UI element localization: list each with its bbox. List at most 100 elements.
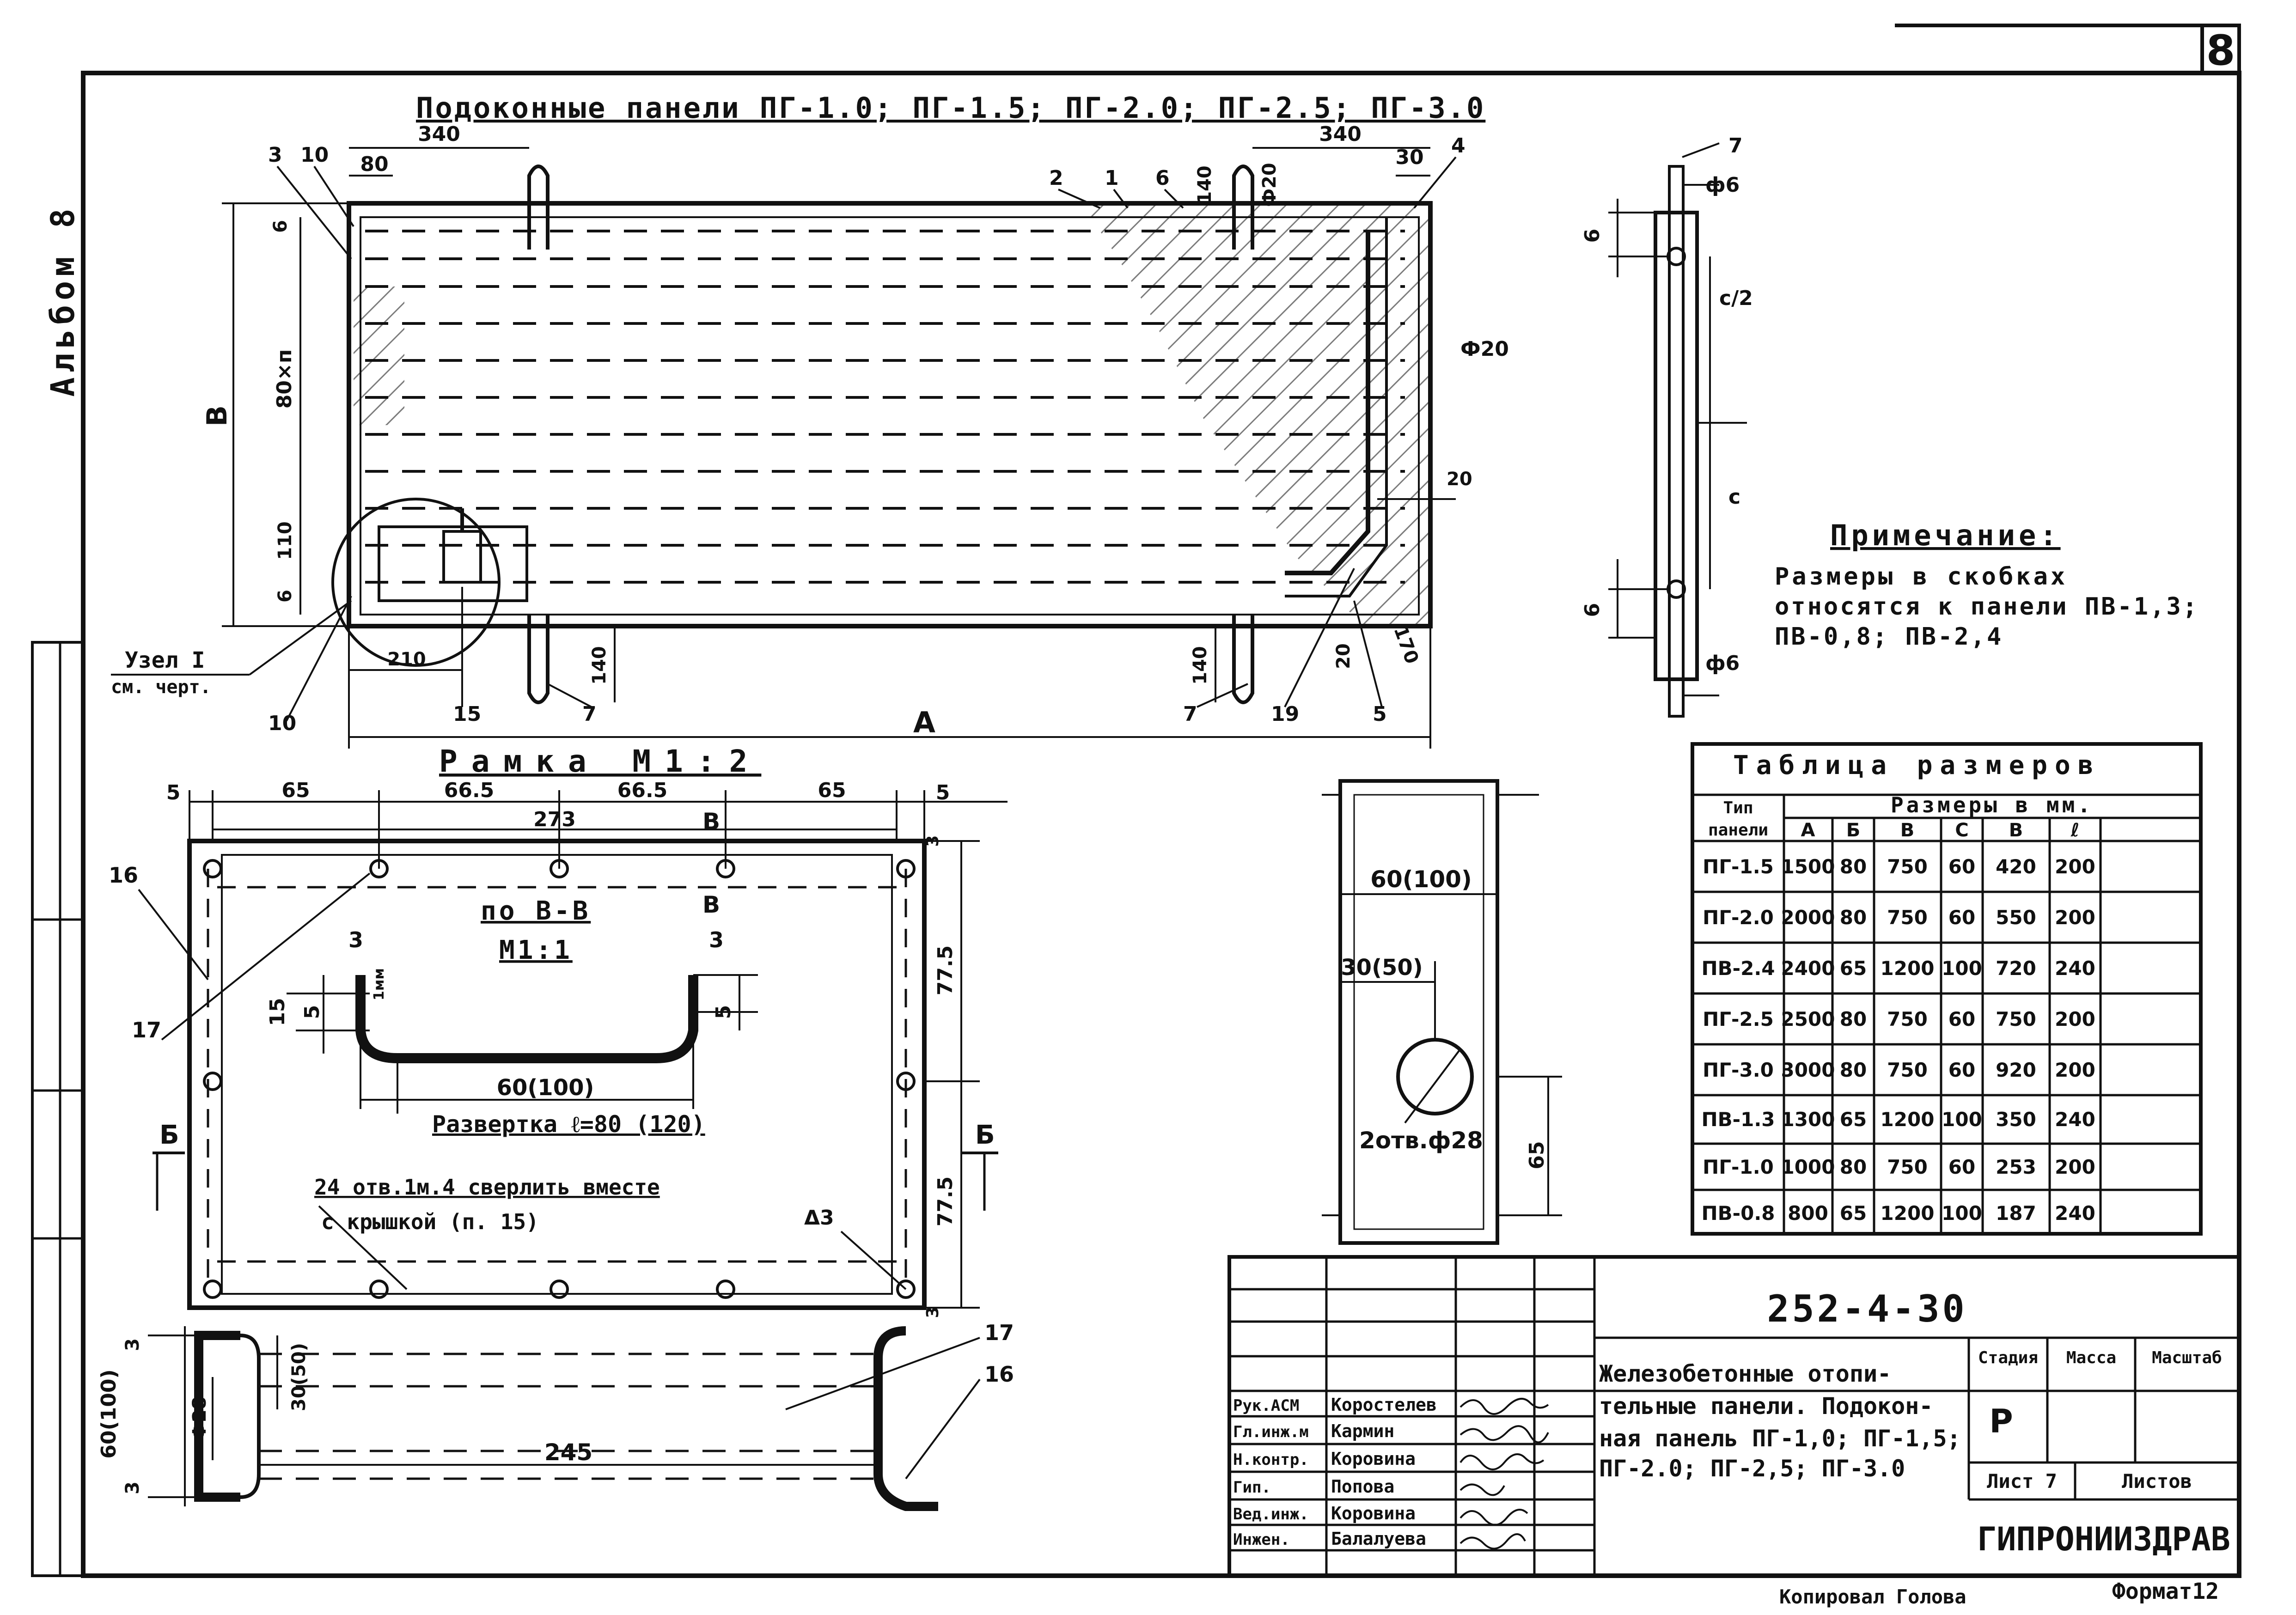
cell: 65 bbox=[1840, 957, 1867, 980]
col-type-1: Тип bbox=[1723, 798, 1753, 817]
holes-note-2: с крышкой (п. 15) bbox=[321, 1209, 539, 1234]
note-line-2: относятся к панели ПВ-1,3; bbox=[1775, 593, 2199, 621]
cell: 750 bbox=[1887, 855, 1928, 878]
cell: 60 bbox=[1948, 906, 1975, 929]
signatures bbox=[1459, 1398, 1549, 1550]
dim-a: А bbox=[913, 706, 935, 739]
rod-dim-6-top: 6 bbox=[1581, 229, 1604, 243]
cell: 750 bbox=[1887, 906, 1928, 929]
format-label: Формат12 bbox=[2112, 1578, 2219, 1604]
cell: 253 bbox=[1996, 1156, 2036, 1178]
title-block: 252-4-30 Железобетонные отопи- тельные п… bbox=[1227, 1255, 2241, 1578]
col-type-2: панели bbox=[1708, 821, 1768, 840]
frame-callout-17: 17 bbox=[132, 1018, 161, 1042]
name-1: Коростелев bbox=[1331, 1395, 1437, 1415]
dim-30-top: 30 bbox=[1395, 146, 1423, 169]
table-row: ПВ-1.3 1300 65 1200 100 350 240 bbox=[1702, 1108, 2095, 1131]
cell: 80 bbox=[1840, 906, 1867, 929]
callout-7-right: 7 bbox=[1183, 702, 1197, 726]
frame-dim-665-right: 66.5 bbox=[617, 779, 668, 802]
note-line-3: ПВ-0,8; ПВ-2,4 bbox=[1775, 623, 2003, 651]
bottom-dim-3-bottom: 3 bbox=[122, 1481, 143, 1494]
bb-dim-1mm: 1мм bbox=[371, 968, 387, 1000]
cell: 60 bbox=[1948, 1156, 1975, 1178]
callout-10-top: 10 bbox=[300, 143, 329, 167]
dim-6-bottom: 6 bbox=[275, 590, 296, 603]
role-1: Рук.АСМ bbox=[1233, 1396, 1299, 1415]
title-line-1: Железобетонные отопи- bbox=[1599, 1360, 1891, 1387]
table-row: ПГ-1.0 1000 80 750 60 253 200 bbox=[1703, 1156, 2095, 1178]
main-view-title: Подоконные панели ПГ-1.0; ПГ-1.5; ПГ-2.0… bbox=[416, 91, 1485, 125]
frame-dim-3-top: 3 bbox=[923, 835, 942, 847]
group-header: Размеры в мм. bbox=[1891, 792, 2093, 817]
table-row: ПГ-2.0 2000 80 750 60 550 200 bbox=[1703, 906, 2095, 929]
cell: 100 bbox=[1942, 957, 1982, 980]
table-row: ПВ-2.4 2400 65 1200 100 720 240 bbox=[1702, 957, 2095, 980]
rod-callout-7: 7 bbox=[1728, 134, 1743, 158]
col-a: А bbox=[1801, 820, 1815, 841]
size-table-title: Таблица размеров bbox=[1733, 750, 2101, 780]
node-label: Узел I bbox=[125, 647, 205, 673]
frame-dim-775-bottom: 77.5 bbox=[934, 1176, 957, 1227]
cell: 80 bbox=[1840, 1156, 1867, 1178]
copyist-label: Копировал Голова bbox=[1779, 1585, 1966, 1608]
frame-dim-273: 273 bbox=[533, 808, 576, 831]
cell: 750 bbox=[1887, 1008, 1928, 1030]
cell: ПГ-2.0 bbox=[1703, 906, 1774, 929]
callout-2: 2 bbox=[1049, 166, 1063, 190]
name-2: Кармин bbox=[1331, 1421, 1394, 1441]
frame-dim-775-top: 77.5 bbox=[934, 945, 957, 996]
drawing-code: 252-4-30 bbox=[1767, 1287, 1967, 1330]
header-stage: Стадия bbox=[1978, 1348, 2038, 1367]
cell: 800 bbox=[1788, 1202, 1828, 1225]
cell: 65 bbox=[1840, 1202, 1867, 1225]
title-line-2: тельные панели. Подокон- bbox=[1599, 1393, 1933, 1420]
cell: 80 bbox=[1840, 855, 1867, 878]
album-label: Альбом 8 bbox=[44, 204, 82, 396]
cell: 420 bbox=[1996, 855, 2036, 878]
cell: ПВ-2.4 bbox=[1702, 957, 1775, 980]
role-6: Инжен. bbox=[1233, 1530, 1290, 1549]
dim-140-left: 140 bbox=[589, 646, 610, 685]
dim-20-side: 20 bbox=[1447, 469, 1472, 490]
col-b: Б bbox=[1846, 820, 1861, 841]
rod-view: 7 ф6 6 с/2 с 6 ф6 bbox=[1581, 134, 1753, 718]
dim-b: В bbox=[201, 405, 233, 427]
frame-dim-3-bottom: 3 bbox=[923, 1306, 942, 1318]
note-line-1: Размеры в скобках bbox=[1775, 563, 2068, 591]
name-6: Балалуева bbox=[1331, 1529, 1426, 1549]
cell: 750 bbox=[1887, 1156, 1928, 1178]
header-mass: Масса bbox=[2066, 1348, 2116, 1367]
rod-c: с bbox=[1728, 485, 1740, 509]
rod-dim-6-bottom: 6 bbox=[1581, 603, 1604, 617]
dim-110: 110 bbox=[275, 521, 296, 560]
title-line-4: ПГ-2.0; ПГ-2,5; ПГ-3.0 bbox=[1599, 1455, 1905, 1482]
plate-dim-60-100: 60(100) bbox=[1370, 866, 1472, 893]
cell: 80 bbox=[1840, 1059, 1867, 1081]
bottom-dim-245: 245 bbox=[544, 1439, 592, 1466]
cell: 2500 bbox=[1781, 1008, 1835, 1030]
role-2: Гл.инж.м bbox=[1233, 1423, 1309, 1441]
cell: 1200 bbox=[1881, 1108, 1935, 1131]
col-v2: В bbox=[2009, 820, 2023, 841]
frame-view: Рамка М1:2 5 bbox=[109, 744, 1008, 1318]
cell: 200 bbox=[2055, 906, 2095, 929]
frame-delta3: Δ3 bbox=[804, 1206, 834, 1230]
bb-unfold: Развертка ℓ=80 (120) bbox=[432, 1111, 705, 1138]
callout-5: 5 bbox=[1373, 702, 1387, 726]
plate-dim-65: 65 bbox=[1525, 1141, 1549, 1169]
note-block: Примечание: Размеры в скобках относятся … bbox=[1775, 518, 2199, 651]
organization: ГИПРОНИИЗДРАВ bbox=[1977, 1520, 2230, 1558]
cell: 240 bbox=[2055, 1108, 2095, 1131]
header-scale: Масштаб bbox=[2152, 1348, 2222, 1367]
cell: 60 bbox=[1948, 1059, 1975, 1081]
bb-dim-15: 15 bbox=[266, 998, 289, 1026]
sheet-label: Лист 7 bbox=[1987, 1470, 2057, 1493]
cell: ПВ-1.3 bbox=[1702, 1108, 1775, 1131]
rod-phi6-bottom: ф6 bbox=[1705, 652, 1740, 675]
bb-dim-5-left: 5 bbox=[300, 1005, 324, 1019]
cell: 240 bbox=[2055, 957, 2095, 980]
holes-note-1: 24 отв.1м.4 сверлить вместе bbox=[314, 1175, 660, 1200]
cell: 200 bbox=[2055, 855, 2095, 878]
callout-1: 1 bbox=[1105, 166, 1119, 190]
